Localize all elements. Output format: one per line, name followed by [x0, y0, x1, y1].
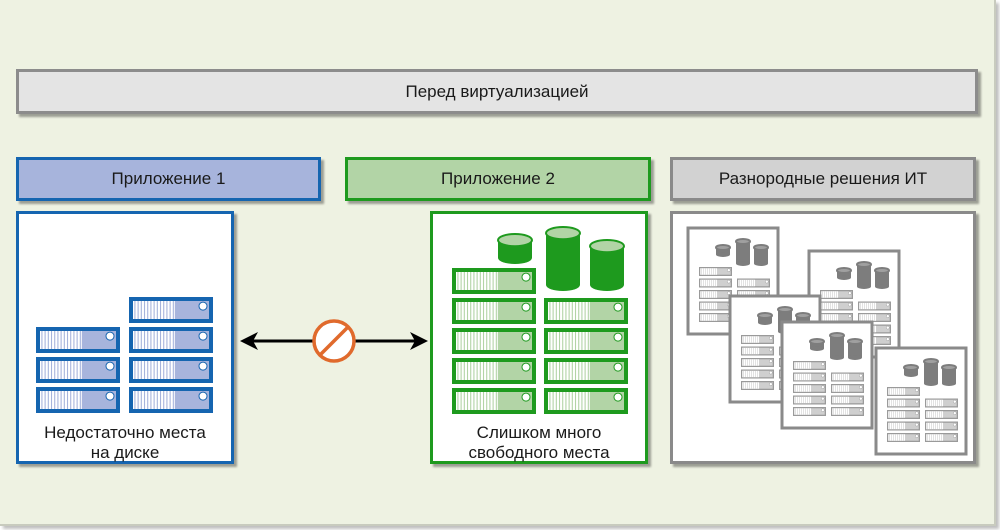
- database-icon: [829, 332, 845, 360]
- server-unit-icon: [741, 358, 774, 367]
- app2-caption: Слишком много свободного места: [433, 423, 645, 463]
- server-unit-icon: [741, 381, 774, 390]
- arrow-head-right-icon: [410, 332, 428, 350]
- server-unit-icon: [544, 388, 628, 414]
- server-unit-icon: [793, 395, 826, 405]
- server-unit-icon: [925, 421, 958, 431]
- title-banner: Перед виртуализацией: [16, 69, 978, 114]
- connector-arrow: [240, 319, 428, 363]
- database-icon: [809, 338, 825, 351]
- database-icon: [715, 244, 731, 257]
- server-unit-icon: [699, 278, 732, 288]
- server-unit-icon: [925, 433, 958, 442]
- prohibited-icon: [312, 319, 356, 363]
- server-unit-icon: [831, 372, 864, 382]
- app2-header-text: Приложение 2: [441, 169, 555, 188]
- server-unit-icon: [129, 297, 213, 323]
- server-unit-icon: [793, 372, 826, 382]
- database-icon: [874, 267, 890, 289]
- server-unit-icon: [820, 290, 853, 299]
- server-unit-icon: [452, 388, 536, 414]
- server-unit-icon: [925, 410, 958, 419]
- server-unit-icon: [741, 346, 774, 356]
- server-unit-icon: [820, 313, 853, 322]
- server-unit-icon: [452, 358, 536, 384]
- server-unit-icon: [452, 328, 536, 354]
- it-system-card: [780, 320, 874, 430]
- app1-panel: Недостаточно места на диске: [16, 211, 234, 464]
- server-unit-icon: [741, 335, 774, 344]
- database-icon: [941, 364, 957, 386]
- server-unit-icon: [831, 407, 864, 416]
- database-icon: [545, 226, 581, 291]
- server-unit-icon: [887, 421, 920, 431]
- it-header-text: Разнородные решения ИТ: [718, 169, 928, 188]
- database-icon: [847, 338, 863, 360]
- app2-caption-line2: свободного места: [468, 443, 610, 462]
- server-unit-icon: [741, 369, 774, 379]
- server-unit-icon: [831, 384, 864, 393]
- server-unit-icon: [887, 433, 920, 442]
- database-icon: [753, 244, 769, 266]
- app1-caption-line2: на диске: [90, 443, 160, 462]
- server-unit-icon: [831, 395, 864, 405]
- server-unit-icon: [452, 268, 536, 294]
- it-system-card: [874, 346, 968, 456]
- app1-servers-illustration: [36, 297, 213, 413]
- database-icon: [757, 312, 773, 325]
- database-icon: [923, 358, 939, 386]
- app1-header: Приложение 1: [16, 157, 321, 201]
- it-header: Разнородные решения ИТ: [670, 157, 976, 201]
- server-unit-icon: [820, 301, 853, 311]
- server-unit-icon: [129, 327, 213, 353]
- database-icon: [735, 238, 751, 266]
- server-unit-icon: [544, 298, 628, 324]
- server-unit-icon: [858, 301, 891, 311]
- server-unit-icon: [737, 278, 770, 288]
- app2-caption-line1: Слишком много: [476, 423, 602, 442]
- database-icon: [856, 261, 872, 289]
- app2-panel: Слишком много свободного места: [430, 211, 648, 464]
- server-unit-icon: [699, 267, 732, 276]
- server-unit-icon: [887, 410, 920, 419]
- title-text: Перед виртуализацией: [405, 81, 589, 101]
- server-unit-icon: [858, 313, 891, 322]
- server-unit-icon: [129, 387, 213, 413]
- server-unit-icon: [699, 301, 732, 311]
- app2-header: Приложение 2: [345, 157, 651, 201]
- it-servers-illustration: [686, 226, 968, 456]
- server-unit-icon: [452, 298, 536, 324]
- server-unit-icon: [544, 358, 628, 384]
- database-icon: [497, 233, 533, 264]
- server-unit-icon: [887, 387, 920, 396]
- app1-caption: Недостаточно места на диске: [19, 423, 231, 463]
- server-unit-icon: [793, 361, 826, 370]
- database-icon: [836, 267, 852, 280]
- server-unit-icon: [793, 384, 826, 393]
- arrow-head-left-icon: [240, 332, 258, 350]
- server-unit-icon: [699, 313, 732, 322]
- server-unit-icon: [129, 357, 213, 383]
- server-unit-icon: [887, 398, 920, 408]
- app1-header-text: Приложение 1: [111, 169, 226, 188]
- server-unit-icon: [36, 357, 120, 383]
- server-unit-icon: [36, 327, 120, 353]
- database-icon: [589, 239, 625, 291]
- app2-servers-illustration: [452, 226, 628, 414]
- server-unit-icon: [793, 407, 826, 416]
- database-icon: [903, 364, 919, 377]
- server-unit-icon: [699, 290, 732, 299]
- server-unit-icon: [36, 387, 120, 413]
- it-panel: [670, 211, 976, 464]
- app1-caption-line1: Недостаточно места: [44, 423, 206, 442]
- server-unit-icon: [925, 398, 958, 408]
- server-unit-icon: [544, 328, 628, 354]
